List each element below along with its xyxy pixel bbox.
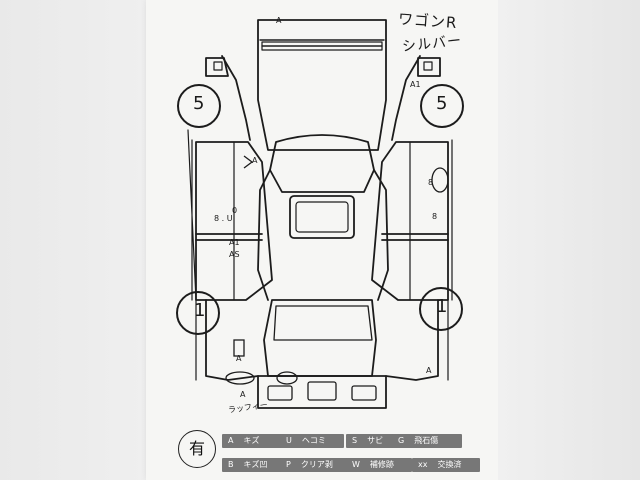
tire-rear-right-value: 1 <box>436 296 448 317</box>
legend-label: 補修跡 <box>369 460 394 469</box>
tire-front-left-value: 5 <box>193 93 205 114</box>
mark-left-rear-door: A1 <box>229 238 240 247</box>
legend-code: W <box>352 460 360 469</box>
mark-left-front-door: 8 . U <box>214 214 233 223</box>
legend-item-u: U ヘコミ <box>280 434 344 448</box>
legend-item-p: P クリア剥 <box>280 458 352 472</box>
tire-rear-right <box>419 287 463 331</box>
tire-front-right-value: 5 <box>436 93 448 114</box>
mark-left-front-door-2: 0 <box>232 206 238 215</box>
legend-label: ヘコミ <box>301 436 326 445</box>
mark-rear-bumper-left: A <box>240 390 246 399</box>
left-rear-small-rect <box>233 339 245 357</box>
legend-item-s: S サビ <box>346 434 396 448</box>
right-side-outline <box>371 141 449 301</box>
mark-rear-left: A <box>236 354 242 363</box>
right-door-circle-mark <box>431 167 449 193</box>
rear-bumper-circle-mark <box>276 371 298 385</box>
legend-label: クリア剥 <box>300 460 333 469</box>
cabin-outline <box>269 134 375 193</box>
legend-badge-circle: 有 <box>178 430 216 468</box>
legend-code: G <box>398 436 405 445</box>
legend-item-b: B キズ凹 <box>222 458 286 472</box>
legend-code: xx <box>418 460 428 469</box>
tire-rear-left <box>176 291 220 335</box>
hood-outline <box>257 19 387 151</box>
rear-hatch-outline <box>263 299 377 377</box>
tire-front-right <box>420 84 464 128</box>
legend-item-xx: xx 交換済 <box>412 458 480 472</box>
tire-rear-left-value: 1 <box>194 300 206 321</box>
car-model-name: ワゴンR <box>397 9 458 33</box>
roof-outline <box>289 195 355 239</box>
legend-label: 飛石傷 <box>414 436 439 445</box>
mark-mirror-right: A1 <box>410 80 421 89</box>
mark-rear-right: A <box>426 366 432 375</box>
legend-label: サビ <box>367 436 384 445</box>
legend-label: 交換済 <box>437 460 462 469</box>
mark-left-rear-door-2: AS <box>229 250 240 259</box>
background-right <box>498 0 640 480</box>
legend-item-w: W 補修跡 <box>346 458 412 472</box>
legend-label: キズ凹 <box>243 460 268 469</box>
rear-left-circle-mark <box>225 371 255 385</box>
legend-item-g: G 飛石傷 <box>392 434 462 448</box>
legend-label: キズ <box>243 436 260 445</box>
legend-item-a: A キズ <box>222 434 286 448</box>
tire-front-left <box>177 84 221 128</box>
mark-right-door-2: 8 <box>432 212 438 221</box>
legend-code: U <box>286 436 292 445</box>
legend-code: P <box>286 460 291 469</box>
damage-legend: 有 A キズ U ヘコミ S サビ G 飛石傷 B キズ凹 P クリア剥 W 補修跡 xx 交換… <box>176 426 480 476</box>
legend-code: S <box>352 436 358 445</box>
mark-roof-front: A <box>276 16 282 25</box>
mark-left-pillar: A <box>252 156 258 165</box>
legend-code: B <box>228 460 234 469</box>
legend-code: A <box>228 436 234 445</box>
mark-right-front-door: 8 <box>428 178 434 187</box>
background-left <box>0 0 146 480</box>
